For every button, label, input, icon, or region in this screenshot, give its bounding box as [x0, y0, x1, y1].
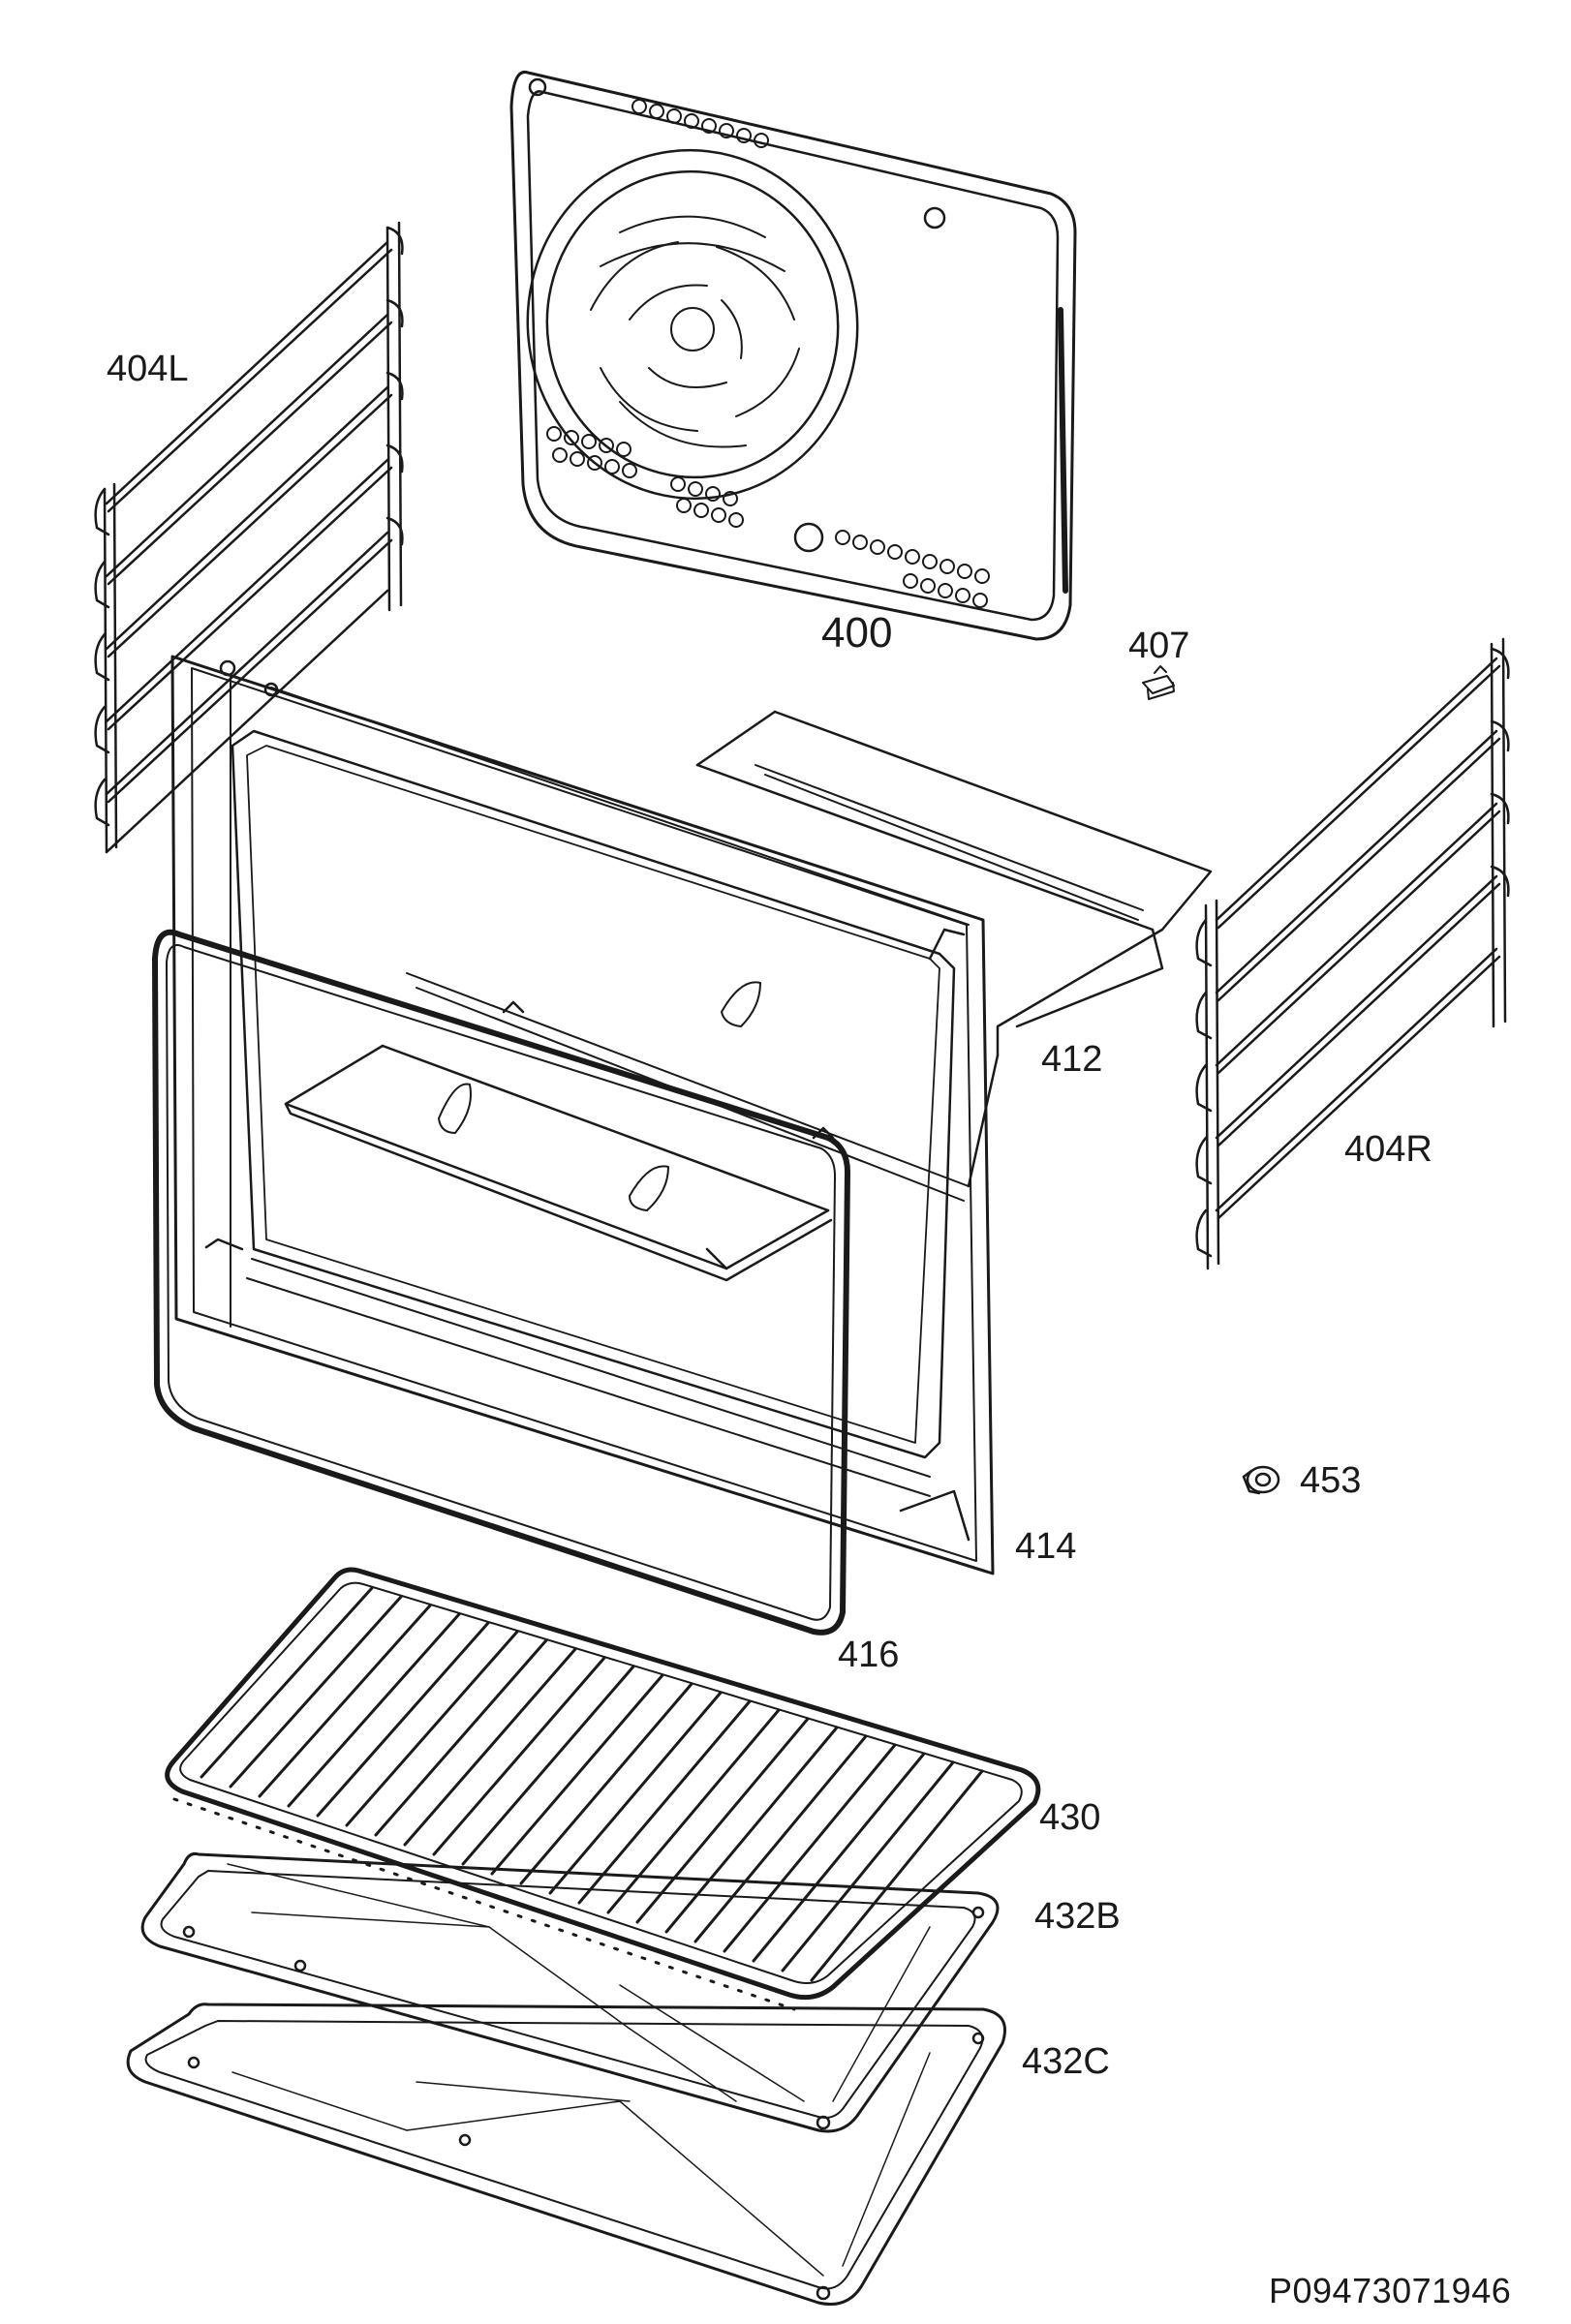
- fan-cover-slots-icon: [590, 215, 800, 448]
- part-432C-tray: [126, 2003, 1006, 2306]
- label-404L: 404L: [107, 349, 189, 389]
- part-432B-tray: [140, 1852, 1000, 2133]
- label-416: 416: [838, 1635, 900, 1675]
- diagram-code: P09473071946: [1269, 2271, 1512, 2310]
- part-412-oven-cavity: [406, 710, 1213, 1202]
- label-453: 453: [1300, 1460, 1362, 1501]
- label-412: 412: [1041, 1039, 1103, 1080]
- label-400: 400: [821, 609, 893, 657]
- part-430-wire-grid: [165, 1567, 1041, 2011]
- part-400-back-panel: [509, 70, 1077, 641]
- vent-holes-icon: [546, 99, 990, 608]
- label-432C: 432C: [1022, 2041, 1110, 2082]
- part-453-fitting-icon: [1242, 1465, 1280, 1495]
- label-430: 430: [1039, 1797, 1101, 1838]
- inner-shelf: [284, 981, 833, 1282]
- part-404R-right-shelf-rail: [1195, 637, 1510, 1270]
- label-404R: 404R: [1344, 1129, 1432, 1170]
- part-407-clip-icon: [1142, 665, 1175, 700]
- label-407: 407: [1128, 626, 1190, 666]
- part-414-front-frame: [170, 655, 995, 1575]
- part-416-door-seal: [152, 929, 850, 1636]
- label-432B: 432B: [1034, 1896, 1121, 1937]
- part-404L-left-shelf-rail: [94, 221, 404, 854]
- label-414: 414: [1015, 1526, 1077, 1567]
